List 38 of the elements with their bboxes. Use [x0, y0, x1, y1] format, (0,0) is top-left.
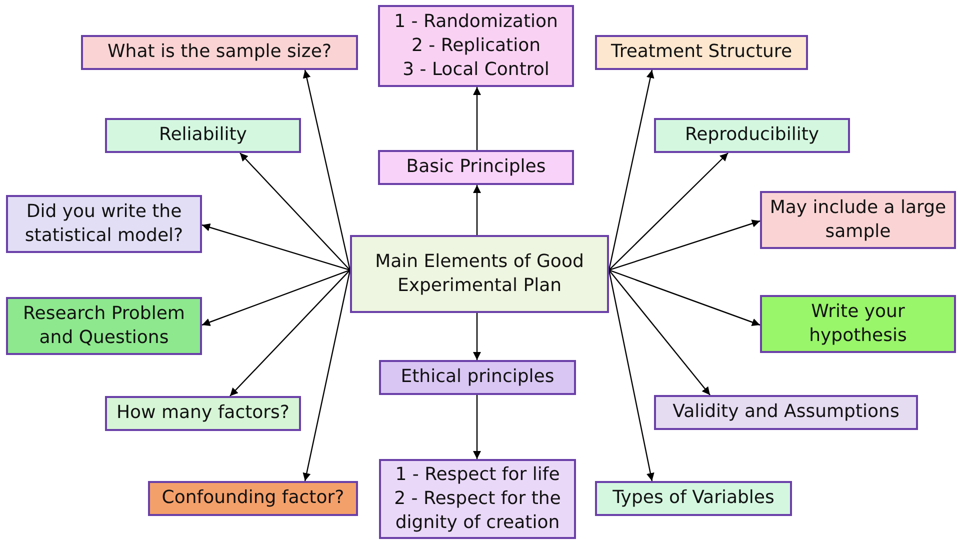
- arrow: [473, 185, 481, 235]
- text-box: Write your hypothesis: [760, 295, 956, 353]
- list-item: 2 - Replication: [412, 34, 540, 58]
- arrow: [230, 270, 350, 396]
- arrow: [302, 70, 351, 270]
- list-item: 1 - Respect for life: [395, 462, 560, 487]
- arrow: [473, 395, 481, 459]
- text-box: Reproducibility: [654, 118, 850, 153]
- text-box: [379, 459, 576, 539]
- text-box: [378, 5, 574, 87]
- text-box: Main Elements of Good Experimental Plan: [350, 235, 609, 313]
- arrow: [608, 70, 654, 270]
- text-box: Confounding factor?: [148, 481, 358, 516]
- arrow: [608, 270, 710, 396]
- text-box: How many factors?: [105, 396, 301, 431]
- text-box: Validity and Assumptions: [654, 395, 918, 430]
- text-box: Ethical principles: [379, 360, 576, 395]
- text-box: Types of Variables: [595, 481, 792, 516]
- arrow: [473, 87, 481, 150]
- arrow: [202, 270, 350, 326]
- arrow: [202, 224, 350, 271]
- text-box: What is the sample size?: [81, 35, 358, 70]
- text-box: Did you write the statistical model?: [6, 195, 202, 253]
- list-item: 3 - Local Control: [402, 58, 550, 82]
- text-box: Research Problem and Questions: [6, 297, 202, 355]
- arrow: [608, 270, 654, 482]
- arrow: [302, 270, 351, 482]
- list-item: 2 - Respect for the dignity of creation: [393, 486, 562, 536]
- arrow: [608, 220, 760, 271]
- list-item: 1 - Randomization: [394, 10, 558, 34]
- text-box: Reliability: [105, 118, 301, 153]
- text-box: May include a large sample: [760, 191, 956, 249]
- arrow: [608, 152, 728, 271]
- arrow: [608, 270, 760, 326]
- text-box: Treatment Structure: [595, 35, 808, 70]
- arrow: [473, 313, 481, 360]
- arrow: [240, 152, 350, 271]
- text-box: Basic Principles: [378, 150, 574, 185]
